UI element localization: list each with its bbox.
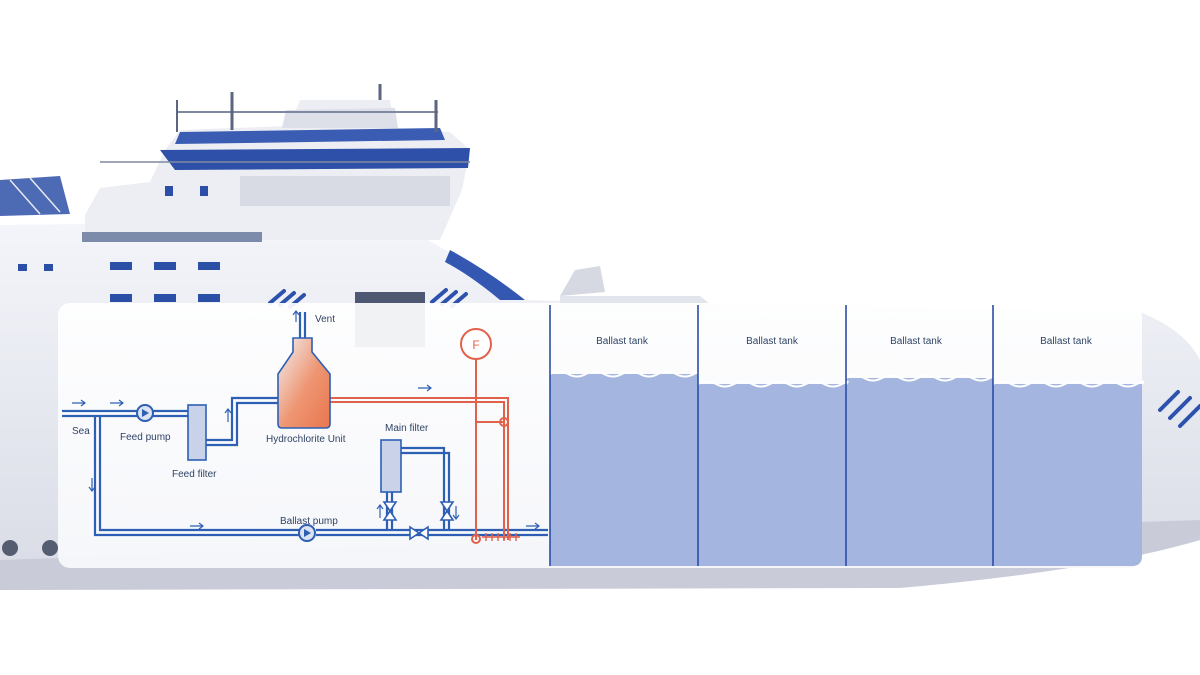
chlorine-dosing-line [328, 360, 520, 544]
vent-label: Vent [315, 314, 335, 325]
main-filter [380, 439, 402, 493]
valve-filter-inlet [382, 501, 398, 521]
flow-meter: F [460, 328, 492, 360]
valves [382, 501, 455, 541]
flow-meter-tap [499, 417, 509, 427]
ballast-tank-1-water [550, 374, 698, 566]
flow-arrows [72, 310, 540, 530]
main-filter-label: Main filter [385, 423, 429, 434]
valve-main-line [409, 525, 429, 541]
hydrochlorite-unit-label: Hydrochlorite Unit [266, 434, 346, 445]
valve-filter-outlet [439, 501, 455, 521]
feed-pump-label: Feed pump [120, 432, 171, 443]
blue-piping [62, 312, 548, 537]
ballast-tanks: Ballast tank Ballast tank Ballast tank B… [549, 305, 1145, 566]
ballast-tank-2-water [698, 384, 846, 566]
flow-meter-symbol: F [472, 338, 479, 352]
ballast-tank-4-label: Ballast tank [1040, 336, 1093, 347]
ship-superstructure [85, 100, 470, 240]
ballast-tank-1-label: Ballast tank [596, 336, 649, 347]
ballast-pump [298, 524, 316, 542]
feed-filter-label: Feed filter [172, 469, 217, 480]
feed-filter [187, 404, 207, 461]
sea-label: Sea [72, 426, 90, 437]
ballast-tank-3-water [846, 378, 993, 566]
ballast-tank-4-water [993, 384, 1142, 566]
sample-point [471, 534, 481, 544]
ballast-pump-label: Ballast pump [280, 516, 338, 527]
hydrochlorite-unit [277, 337, 331, 429]
ballast-tank-3-label: Ballast tank [890, 336, 943, 347]
feed-pump [136, 404, 154, 422]
ballast-tank-2-label: Ballast tank [746, 336, 799, 347]
